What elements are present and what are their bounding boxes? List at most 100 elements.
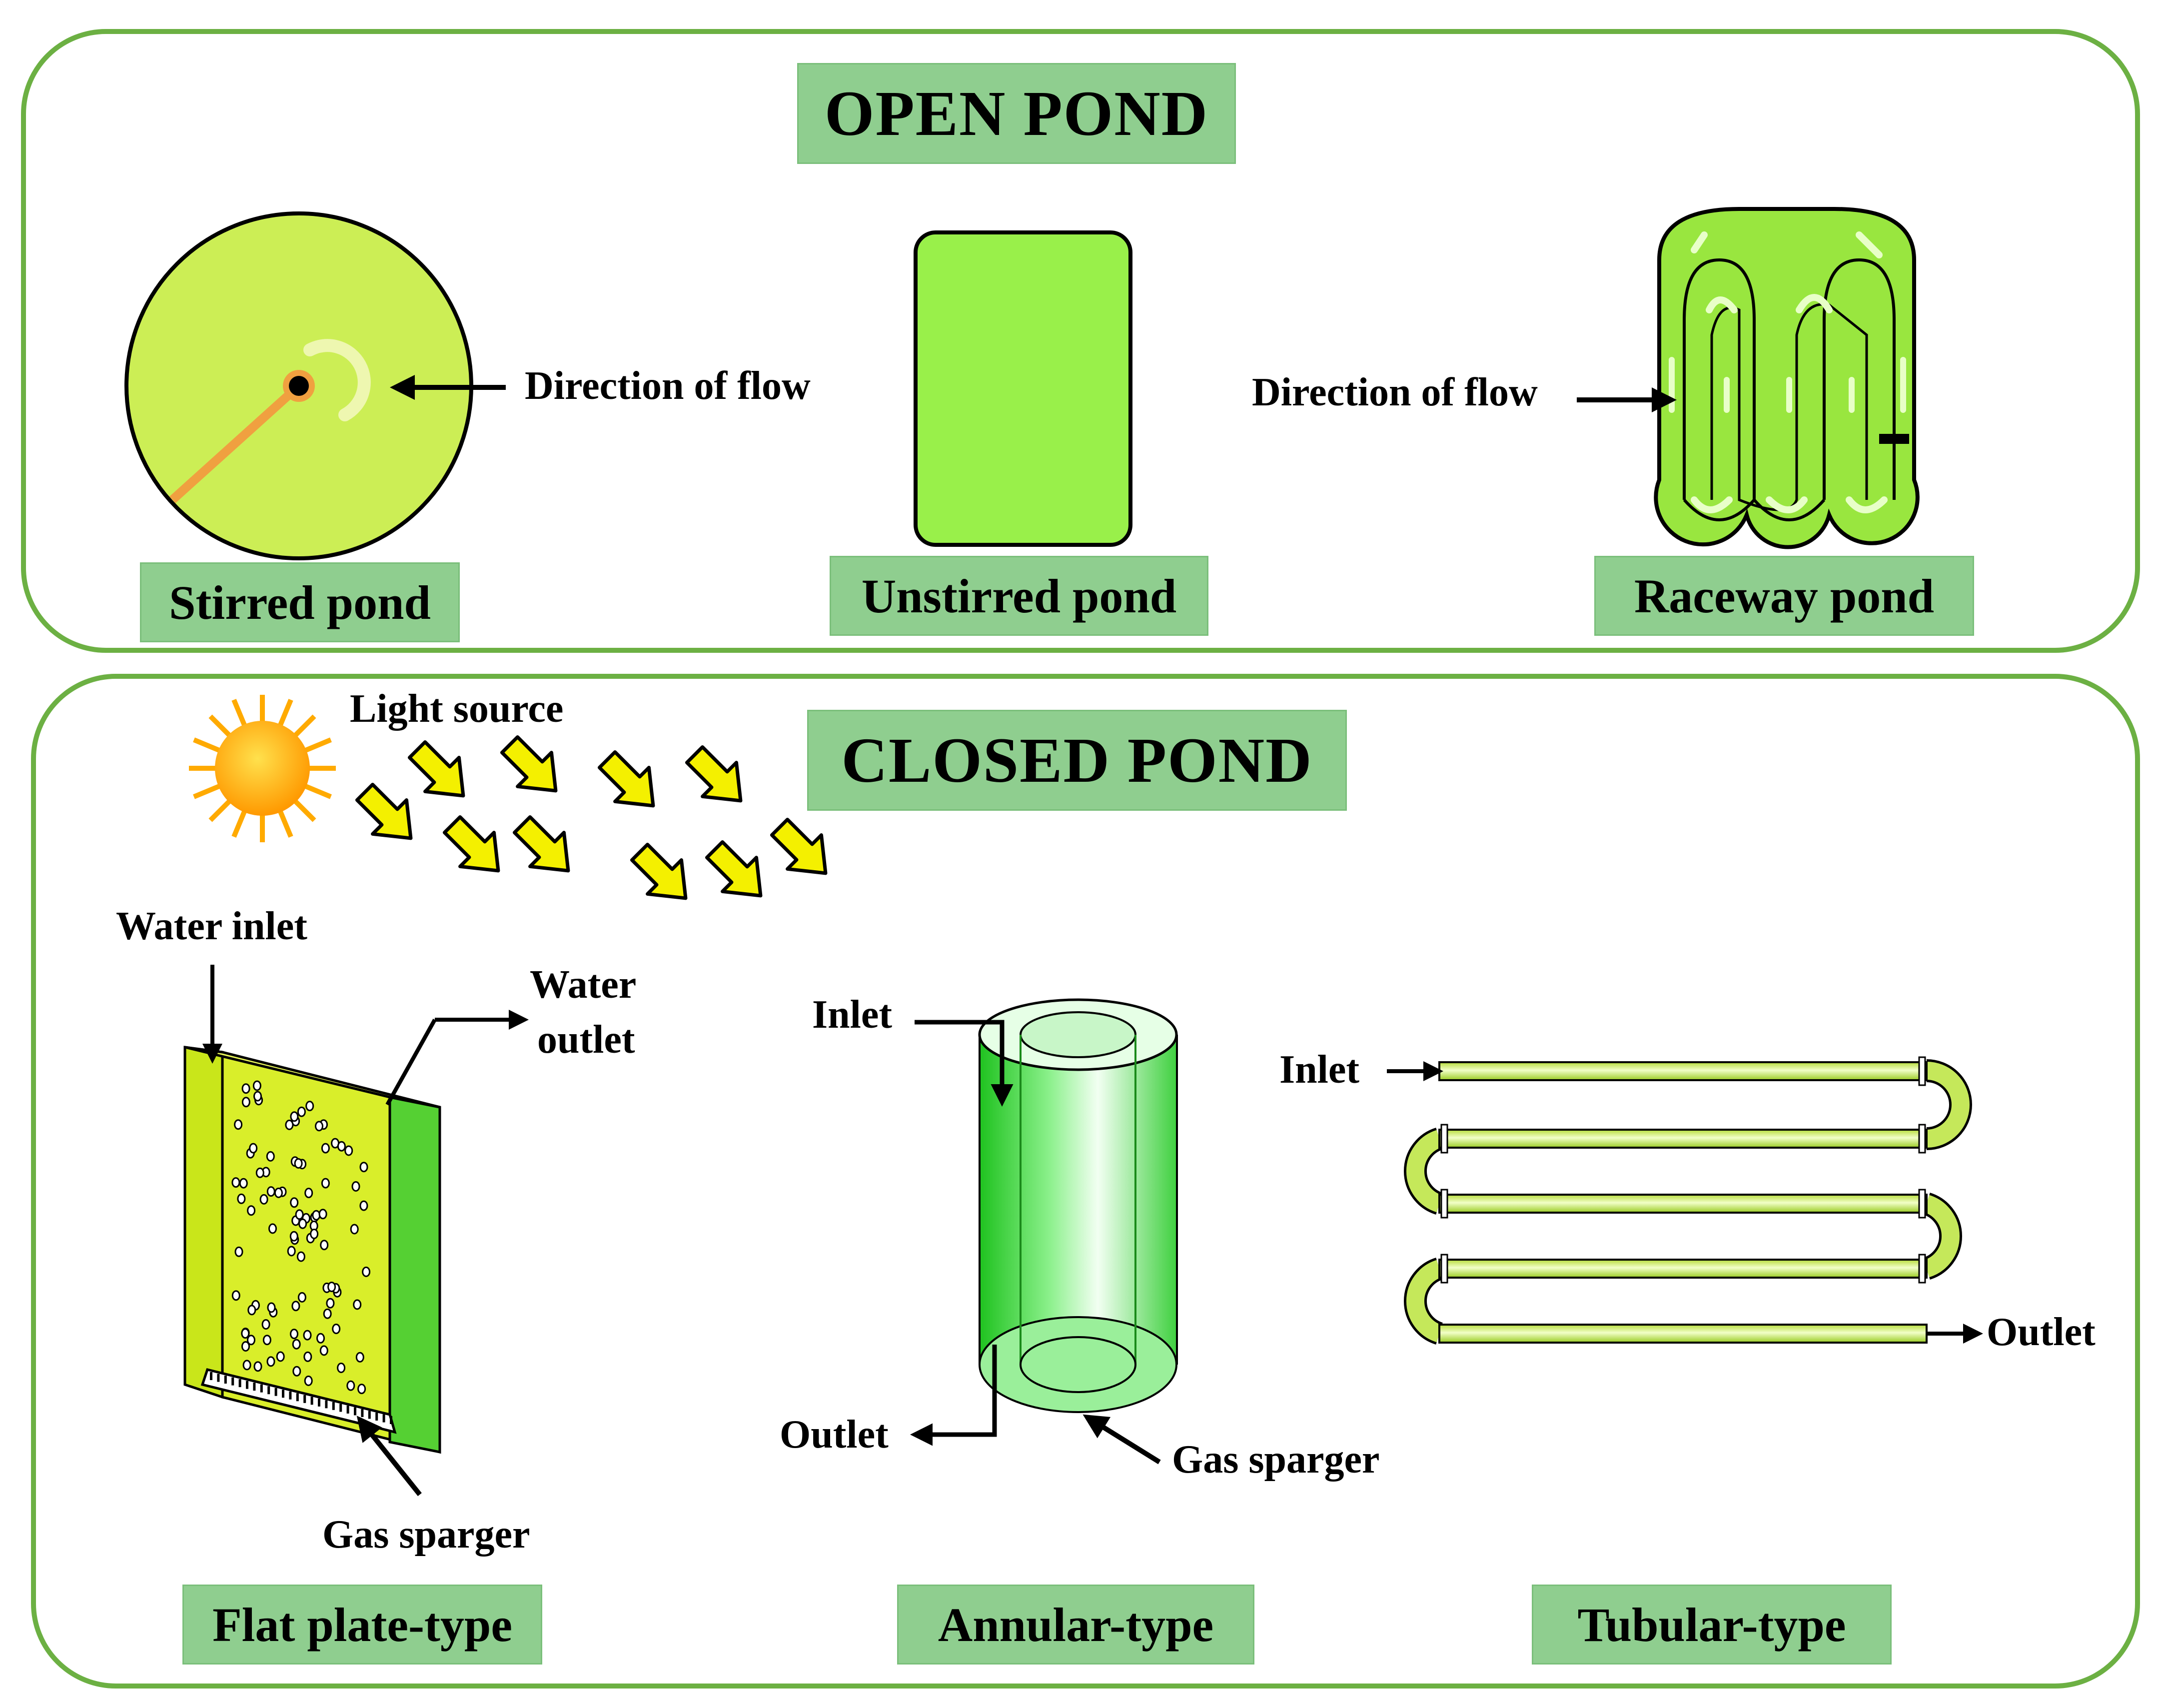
- bubble-dot: [304, 1375, 313, 1386]
- bubble-dot: [287, 1246, 296, 1257]
- bubble-dot: [266, 1151, 275, 1162]
- sparger-hole: [217, 1374, 220, 1382]
- bubble-dot: [234, 1119, 243, 1130]
- bubble-dot: [310, 1229, 319, 1239]
- sparger-hole: [289, 1391, 292, 1400]
- sparger-hole: [368, 1411, 371, 1419]
- bubble-dot: [316, 1333, 325, 1344]
- bubble-dot: [255, 1167, 264, 1178]
- bubble-dot: [321, 1178, 330, 1189]
- bubble-dot: [357, 1384, 366, 1395]
- sparger-hole: [361, 1409, 364, 1417]
- bubble-dot: [241, 1341, 250, 1352]
- bubble-dot: [290, 1197, 299, 1208]
- tubular-inlet-label: Inlet: [1279, 1048, 1359, 1092]
- sparger-hole: [253, 1383, 256, 1391]
- bubble-dot: [353, 1299, 362, 1310]
- annular-gas-sparger-label: Gas sparger: [1172, 1438, 1380, 1482]
- sparger-hole: [282, 1390, 284, 1398]
- annular-outlet-label: Outlet: [780, 1413, 889, 1457]
- raceway-pond-drawing: [1577, 207, 1920, 549]
- bubble-dot: [337, 1363, 346, 1373]
- annular-type-label: Annular-type: [897, 1585, 1254, 1665]
- bubble-dot: [292, 1366, 301, 1377]
- sparger-hole: [260, 1384, 263, 1393]
- flat-gas-sparger-label: Gas sparger: [322, 1513, 530, 1557]
- sparger-hole: [346, 1405, 349, 1414]
- sparger-hole: [303, 1395, 306, 1403]
- bubble-dot: [253, 1361, 262, 1372]
- flat-plate-type-label: Flat plate-type: [182, 1585, 542, 1665]
- bubble-dot: [359, 1162, 368, 1173]
- bubble-dot: [241, 1097, 250, 1108]
- bubble-dot: [362, 1266, 371, 1277]
- bubble-dot: [296, 1251, 305, 1262]
- bubble-dot: [294, 1158, 303, 1169]
- bubble-dot: [231, 1290, 240, 1301]
- bubble-dot: [266, 1356, 275, 1367]
- sparger-hole: [246, 1381, 248, 1389]
- water-outlet-label-line2: outlet: [537, 1018, 635, 1062]
- sparger-hole: [238, 1379, 241, 1388]
- bubble-dot: [261, 1319, 270, 1330]
- tubular-reactor-drawing: [1387, 1056, 1983, 1345]
- bubble-dot: [253, 1091, 262, 1102]
- bubble-dot: [303, 1351, 312, 1362]
- bubble-dot: [234, 1246, 243, 1257]
- sparger-hole: [210, 1372, 212, 1380]
- bubble-dot: [326, 1298, 335, 1309]
- bubble-dot: [297, 1292, 306, 1303]
- open-pond-title: OPEN POND: [797, 63, 1236, 164]
- light-arrows: [348, 728, 843, 915]
- open-pond-panel: [21, 29, 2140, 653]
- sparger-hole: [310, 1397, 313, 1405]
- bubble-dot: [320, 1240, 329, 1251]
- bubble-dot: [259, 1194, 268, 1205]
- water-outlet-label-line1: Water: [530, 963, 637, 1007]
- bubble-dot: [359, 1200, 368, 1211]
- bubble-dot: [237, 1193, 246, 1204]
- closed-pond-title: CLOSED POND: [807, 710, 1347, 811]
- bubble-dot: [247, 1335, 255, 1346]
- bubble-dot: [268, 1223, 277, 1234]
- unstirred-pond-drawing: [914, 230, 1132, 547]
- bubble-dot: [285, 1119, 294, 1130]
- bubble-dot: [276, 1351, 285, 1362]
- sparger-hole: [390, 1416, 392, 1424]
- raceway-flow-label: Direction of flow: [1252, 370, 1538, 414]
- bubble-dot: [304, 1188, 313, 1199]
- raceway-pond-label: Raceway pond: [1594, 556, 1974, 636]
- bubble-dot: [351, 1181, 360, 1192]
- water-inlet-label: Water inlet: [116, 904, 307, 948]
- bubble-dot: [305, 1101, 314, 1112]
- sparger-hole: [332, 1402, 335, 1410]
- sparger-hole: [382, 1414, 385, 1423]
- annular-reactor-drawing: [910, 998, 1178, 1465]
- bubble-dot: [241, 1083, 250, 1094]
- sparger-hole: [318, 1398, 320, 1407]
- bubble-dot: [346, 1380, 355, 1391]
- annular-inlet-label: Inlet: [812, 993, 892, 1037]
- bubble-dot: [247, 1305, 256, 1316]
- bubble-dot: [355, 1352, 364, 1363]
- bubble-dot: [312, 1210, 321, 1221]
- bubble-dot: [290, 1111, 299, 1122]
- tubular-type-label: Tubular-type: [1532, 1585, 1892, 1665]
- bubble-dot: [249, 1143, 258, 1154]
- bubble-dot: [344, 1145, 353, 1156]
- bubble-dot: [289, 1231, 298, 1242]
- bubble-dot: [327, 1282, 336, 1292]
- bubble-dot: [291, 1301, 300, 1312]
- sun-icon: [189, 695, 336, 842]
- bubble-dot: [315, 1121, 323, 1132]
- bubble-dot: [323, 1308, 332, 1319]
- bubble-dot: [318, 1209, 327, 1220]
- bubble-dot: [267, 1302, 276, 1313]
- sparger-hole: [231, 1377, 234, 1386]
- bubble-dot: [242, 1360, 251, 1371]
- bubble-dot: [252, 1080, 261, 1091]
- bubble-dot: [292, 1339, 301, 1350]
- bubble-dot: [274, 1187, 283, 1198]
